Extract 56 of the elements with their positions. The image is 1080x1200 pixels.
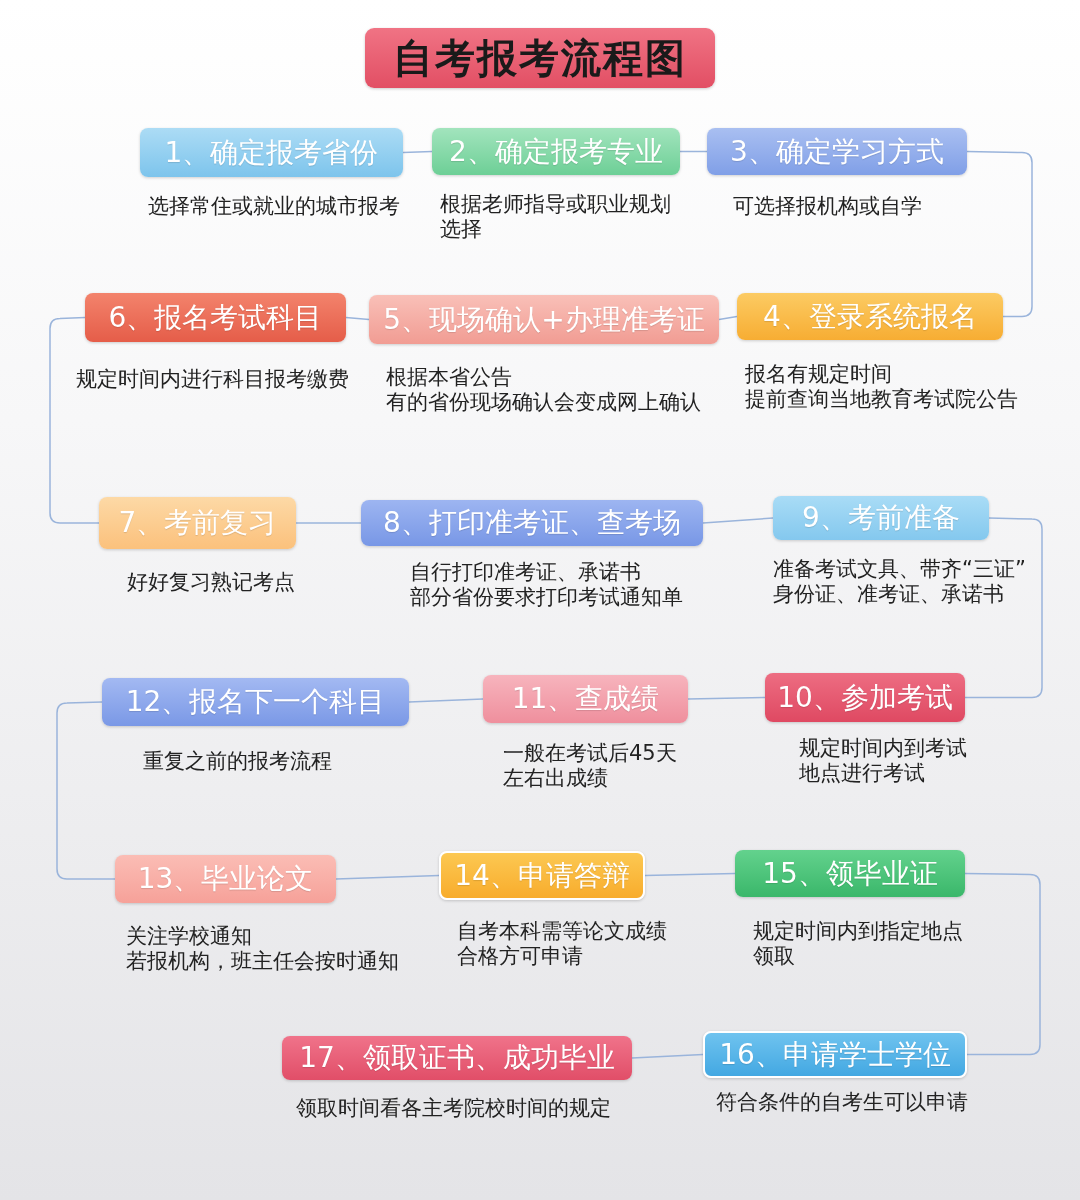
step-box: 15、领毕业证 [735,850,965,897]
step-description: 规定时间内进行科目报考缴费 [76,367,349,392]
connector-line [718,315,738,321]
step-description: 部分省份要求打印考试通知单 [410,585,683,610]
step-description: 自考本科需等论文成绩合格方可申请 [457,919,668,969]
step-description: 规定时间内到指定地点领取 [753,919,964,969]
step-description: 好好复习熟记考点 [127,570,295,595]
step-description: 根据老师指导或职业规划选择 [440,192,672,242]
step-box: 11、查成绩 [483,675,688,723]
step-description: 重复之前的报考流程 [143,749,332,774]
step-box: 5、现场确认+办理准考证 [369,295,719,344]
step-description: 若报机构，班主任会按时通知 [126,949,399,974]
step-box: 16、申请学士学位 [703,1031,967,1078]
step-description: 符合条件的自考生可以申请 [716,1090,968,1115]
step-description: 准备考试文具、带齐“三证” [773,557,1026,582]
title-banner: 自考报考流程图 [365,28,715,88]
connector-line [966,150,1033,318]
connector-line [687,696,766,700]
step-box: 7、考前复习 [99,497,296,549]
connector-line [964,872,1041,1056]
step-description: 选择常住或就业的城市报考 [148,194,400,219]
step-description: 身份证、准考证、承诺书 [773,582,1004,607]
connector-line [295,522,362,524]
step-box: 2、确定报考专业 [432,128,680,175]
step-description: 关注学校通知 [126,924,252,949]
connector-line [49,316,100,524]
connector-line [631,1053,704,1059]
connector-line [964,517,1043,699]
step-box: 4、登录系统报名 [737,293,1003,340]
connector-line [56,701,116,880]
step-description: 提前查询当地教育考试院公告 [745,387,1018,412]
connector-line [335,874,440,880]
step-box: 9、考前准备 [773,496,989,540]
step-description: 自行打印准考证、承诺书 [410,560,641,585]
connector-line [408,698,484,703]
connector-line [644,872,736,877]
step-box: 6、报名考试科目 [85,293,346,342]
step-description: 一般在考试后45天左右出成绩 [503,741,678,791]
step-box: 14、申请答辩 [439,851,645,900]
step-description: 有的省份现场确认会变成网上确认 [386,390,701,415]
connector-line [679,150,708,153]
step-box: 3、确定学习方式 [707,128,967,175]
step-description: 报名有规定时间 [745,362,892,387]
step-box: 12、报名下一个科目 [102,678,409,726]
step-box: 8、打印准考证、查考场 [361,500,703,546]
step-description: 规定时间内到考试地点进行考试 [799,736,968,786]
step-description: 可选择报机构或自学 [733,194,922,219]
step-box: 10、参加考试 [765,673,965,722]
step-box: 1、确定报考省份 [140,128,403,177]
step-description: 根据本省公告 [386,365,512,390]
connector-line [345,316,370,321]
connector-line [702,517,774,524]
step-box: 17、领取证书、成功毕业 [282,1036,632,1080]
step-description: 领取时间看各主考院校时间的规定 [296,1096,611,1121]
step-box: 13、毕业论文 [115,855,336,903]
connector-line [402,150,433,154]
